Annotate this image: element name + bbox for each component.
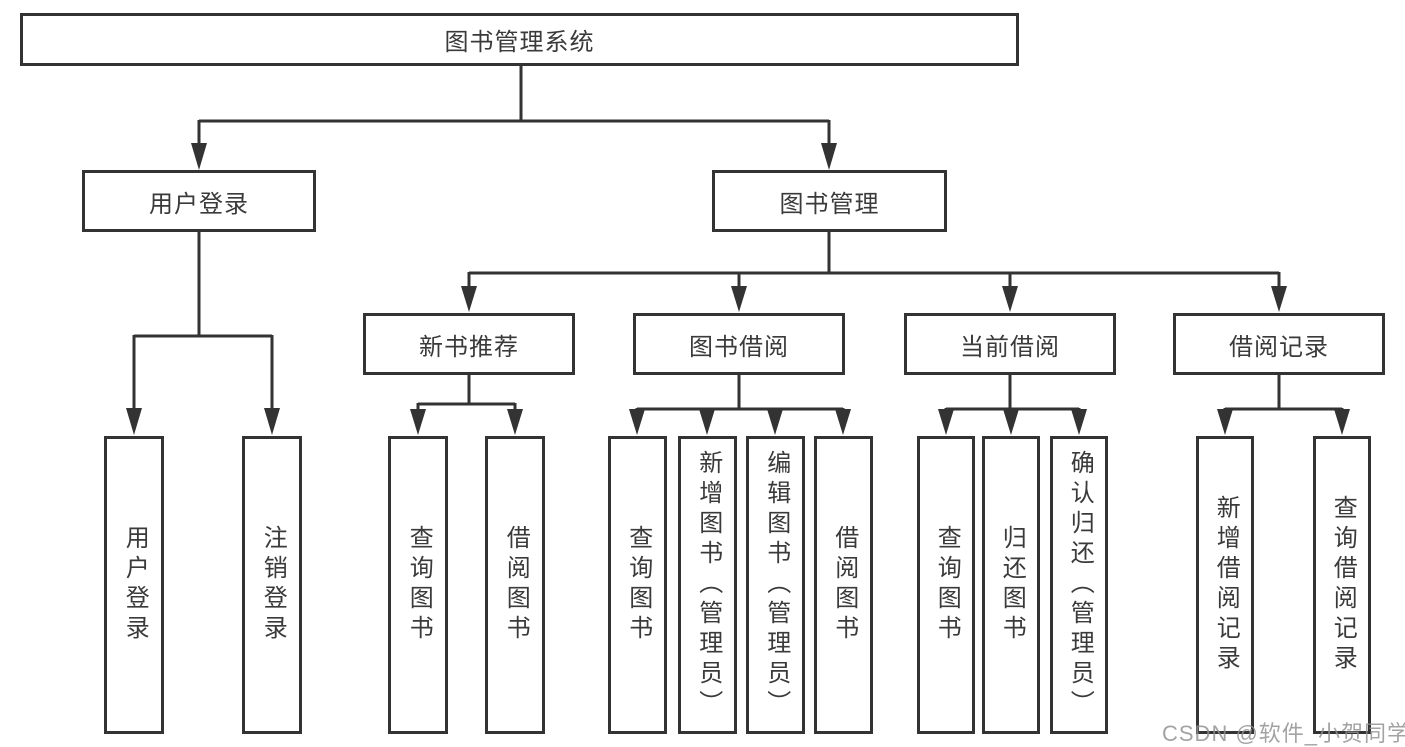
leaf-confirm-return-admin: 确认归还（管理员）	[1050, 436, 1108, 734]
leaf-user-login: 用户登录	[104, 436, 164, 734]
csdn-watermark: CSDN @软件_小贺同学	[1162, 721, 1405, 746]
node-current-borrow-label: 当前借阅	[960, 333, 1060, 361]
leaf-edit-book-admin-label: 编辑图书（管理员）	[762, 450, 790, 720]
leaf-query-borrow-record-label: 查询借阅记录	[1329, 495, 1357, 675]
leaf-borrow-books: 借阅图书	[814, 436, 873, 734]
leaf-borrow-books-recommend-label: 借阅图书	[502, 525, 530, 645]
node-user-login: 用户登录	[82, 170, 316, 232]
leaf-query-books-current: 查询图书	[917, 436, 975, 734]
leaf-add-book-admin: 新增图书（管理员）	[678, 436, 737, 734]
leaf-query-borrow-record: 查询借阅记录	[1313, 436, 1371, 734]
leaf-logout-login: 注销登录	[242, 436, 302, 734]
leaf-edit-book-admin: 编辑图书（管理员）	[746, 436, 805, 734]
node-new-book-recommend: 新书推荐	[363, 313, 575, 375]
node-book-management-label: 图书管理	[779, 190, 880, 218]
leaf-user-login-label: 用户登录	[121, 525, 149, 645]
leaf-query-books-borrow: 查询图书	[608, 436, 667, 734]
leaf-add-borrow-record-label: 新增借阅记录	[1212, 495, 1240, 675]
leaf-query-books-recommend-label: 查询图书	[405, 525, 433, 645]
leaf-query-books-current-label: 查询图书	[933, 525, 961, 645]
node-root: 图书管理系统	[20, 13, 1019, 66]
node-book-management: 图书管理	[712, 170, 947, 232]
node-borrow-records-label: 借阅记录	[1229, 333, 1329, 361]
leaf-borrow-books-label: 借阅图书	[830, 525, 858, 645]
node-book-borrow: 图书借阅	[633, 313, 845, 375]
leaf-confirm-return-admin-label: 确认归还（管理员）	[1066, 450, 1094, 720]
leaf-return-books-label: 归还图书	[998, 525, 1026, 645]
leaf-borrow-books-recommend: 借阅图书	[485, 436, 545, 734]
leaf-logout-login-label: 注销登录	[259, 525, 287, 645]
node-new-book-recommend-label: 新书推荐	[419, 333, 519, 361]
leaf-add-borrow-record: 新增借阅记录	[1196, 436, 1254, 734]
node-current-borrow: 当前借阅	[904, 313, 1116, 375]
leaf-query-books-recommend: 查询图书	[388, 436, 448, 734]
node-borrow-records: 借阅记录	[1173, 313, 1385, 375]
node-user-login-label: 用户登录	[149, 190, 249, 218]
node-root-label: 图书管理系统	[444, 29, 595, 56]
leaf-add-book-admin-label: 新增图书（管理员）	[694, 450, 722, 720]
leaf-query-books-borrow-label: 查询图书	[624, 525, 652, 645]
leaf-return-books: 归还图书	[982, 436, 1040, 734]
node-book-borrow-label: 图书借阅	[689, 333, 789, 361]
